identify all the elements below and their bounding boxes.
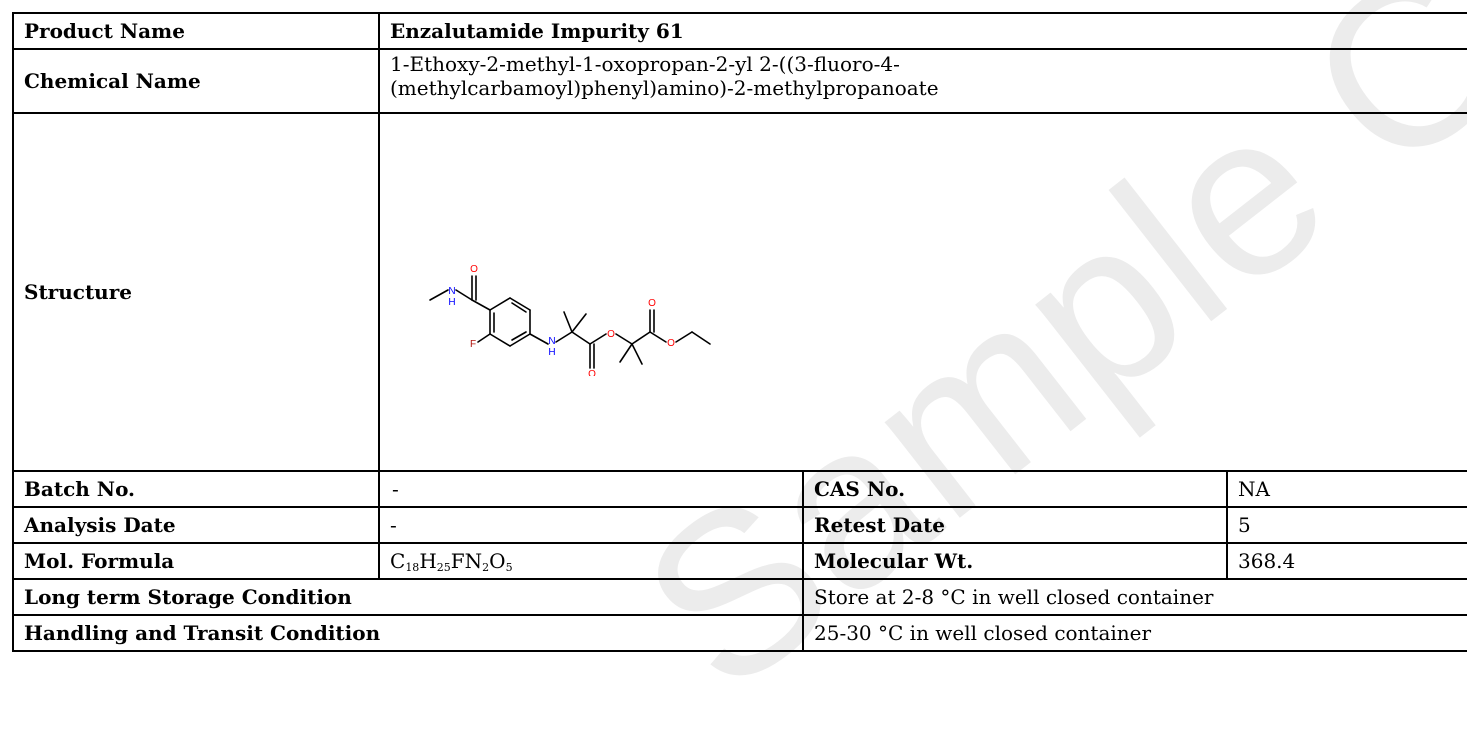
row-structure: Structure [12,112,1467,472]
cas-no-label: CAS No. [802,470,1228,508]
atom-h-amide: H [448,297,455,308]
row-product-name: Product Name Enzalutamide Impurity 61 [12,12,1467,50]
batch-no-label: Batch No. [12,470,380,508]
storage-label: Long term Storage Condition [12,578,804,616]
mol-formula-label: Mol. Formula [12,542,380,580]
formula-h: H [419,549,437,573]
analysis-date-label: Analysis Date [12,506,380,544]
atom-o-ester2: O [667,338,675,349]
row-batch-cas: Batch No. - CAS No. NA [12,470,1467,508]
atom-o-ester2-carbonyl: O [648,298,656,309]
chemical-name-value: 1-Ethoxy-2-methyl-1-oxopropan-2-yl 2-((3… [390,52,939,100]
atom-o-ester1: O [607,329,615,340]
row-formula-wt: Mol. Formula C18H25FN2O5 Molecular Wt. 3… [12,542,1467,580]
batch-no-value: - [378,470,804,508]
chemical-name-label: Chemical Name [12,48,380,114]
analysis-date-value: - [378,506,804,544]
atom-f: F [470,339,476,350]
chemical-name-cell: 1-Ethoxy-2-methyl-1-oxopropan-2-yl 2-((3… [378,48,1467,114]
structure-drawing: O N H F N H O O O O [429,264,711,376]
atom-n-amine: N [548,336,555,347]
atom-o-ester1-carbonyl: O [588,369,596,376]
cas-no-value: NA [1226,470,1467,508]
row-storage: Long term Storage Condition Store at 2-8… [12,578,1467,616]
retest-date-label: Retest Date [802,506,1228,544]
storage-value: Store at 2-8 °C in well closed container [802,578,1467,616]
formula-n-count: 2 [482,561,490,574]
formula-c: C [390,549,406,573]
mol-formula-value: C18H25FN2O5 [378,542,804,580]
formula-o-count: 5 [505,561,513,574]
row-transit: Handling and Transit Condition 25-30 °C … [12,614,1467,652]
coa-table: Product Name Enzalutamide Impurity 61 Ch… [12,12,1467,652]
transit-label: Handling and Transit Condition [12,614,804,652]
molecular-wt-value: 368.4 [1226,542,1467,580]
atom-h-amine: H [548,347,555,358]
atom-n-amide: N [448,286,455,297]
formula-o: O [489,549,506,573]
row-dates: Analysis Date - Retest Date 5 [12,506,1467,544]
product-name-label: Product Name [12,12,380,50]
structure-label: Structure [12,112,380,472]
formula-n: N [464,549,483,573]
formula-f: F [450,549,465,573]
atom-o-carbonyl: O [470,264,478,275]
product-name-value: Enzalutamide Impurity 61 [378,12,1467,50]
retest-date-value: 5 [1226,506,1467,544]
transit-value: 25-30 °C in well closed container [802,614,1467,652]
formula-h-count: 25 [436,561,451,574]
molecular-wt-label: Molecular Wt. [802,542,1228,580]
formula-c-count: 18 [405,561,420,574]
structure-image-wrap: O N H F N H O O O O [380,116,1467,468]
row-chemical-name: Chemical Name 1-Ethoxy-2-methyl-1-oxopro… [12,48,1467,114]
structure-cell: O N H F N H O O O O [378,112,1467,472]
